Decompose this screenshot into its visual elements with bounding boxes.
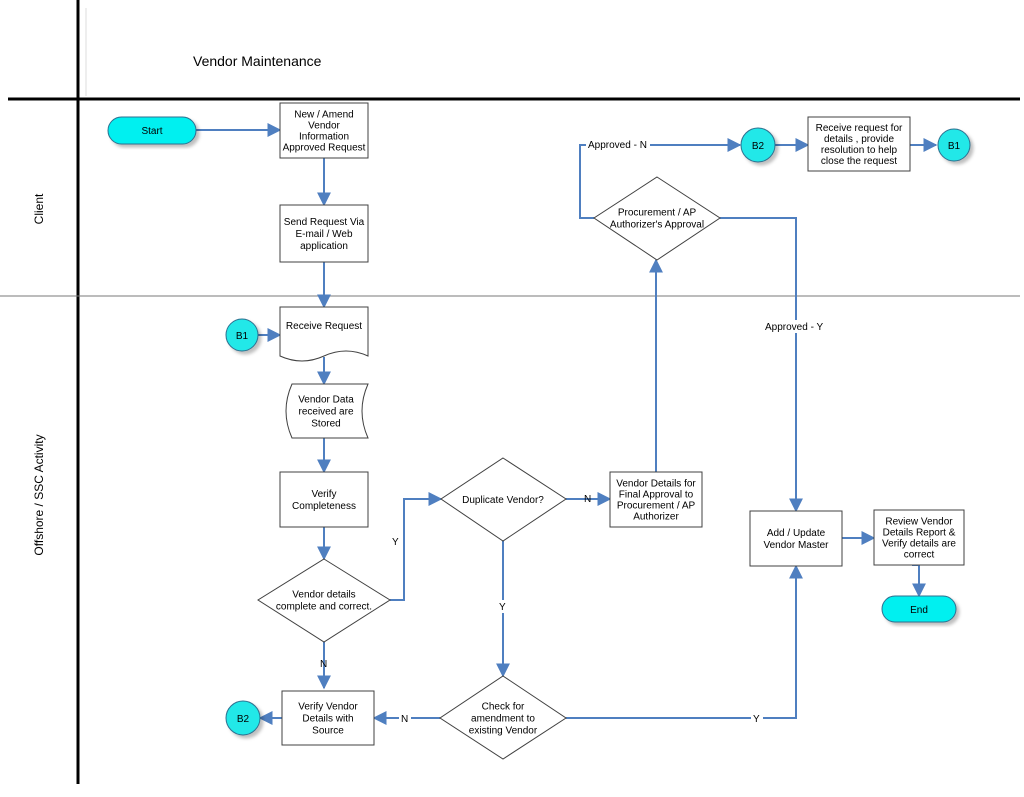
connector-b1-top[interactable]: B1: [937, 128, 971, 162]
lane-label-offshore: Offshore / SSC Activity: [32, 434, 46, 555]
receive-request-document[interactable]: Receive Request: [279, 306, 369, 362]
flow-procurement-y-to-add-update: [720, 217, 803, 513]
edge-label-check-y: Y: [753, 714, 760, 725]
connector-b2-bottom[interactable]: B2: [225, 700, 261, 736]
edge-labels: Approved - N Approved - Y N Y Y N N Y: [320, 138, 829, 725]
edge-label-approved-y: Approved - Y: [765, 322, 824, 333]
duplicate-vendor-decision[interactable]: Duplicate Vendor?: [440, 457, 567, 542]
start-label: Start: [141, 126, 162, 137]
connector-b2-bottom-label: B2: [237, 714, 250, 725]
edge-label-complete-y: Y: [392, 537, 399, 548]
connector-b2-top-label: B2: [752, 141, 765, 152]
start-terminal[interactable]: Start: [107, 116, 197, 145]
flow-decision-y-to-duplicate: [390, 492, 443, 601]
edge-label-duplicate-n: N: [584, 494, 591, 505]
end-terminal[interactable]: End: [881, 595, 957, 623]
connector-b2-top[interactable]: B2: [740, 127, 776, 163]
connector-b1-top-label: B1: [948, 141, 961, 152]
swimlane-frame: Vendor Maintenance Client Offshore / SSC…: [0, 0, 1020, 784]
diagram-title: Vendor Maintenance: [193, 53, 322, 69]
edge-label-duplicate-y: Y: [499, 602, 506, 613]
flow-check-y-to-add-update: [566, 564, 803, 719]
duplicate-vendor-label: Duplicate Vendor?: [462, 495, 544, 506]
edge-label-check-n: N: [401, 714, 408, 725]
connector-b1-left[interactable]: B1: [225, 318, 259, 352]
edge-label-complete-n: N: [320, 659, 327, 670]
edge-label-approved-n: Approved - N: [588, 140, 647, 151]
flow-procurement-n-to-b2: [579, 138, 742, 219]
flow-review-to-end: [912, 564, 926, 598]
flow-connectors: [196, 123, 938, 725]
lane-label-client: Client: [32, 193, 46, 224]
receive-request-label: Receive Request: [286, 321, 362, 332]
connector-b1-left-label: B1: [236, 331, 249, 342]
end-label: End: [910, 605, 928, 616]
